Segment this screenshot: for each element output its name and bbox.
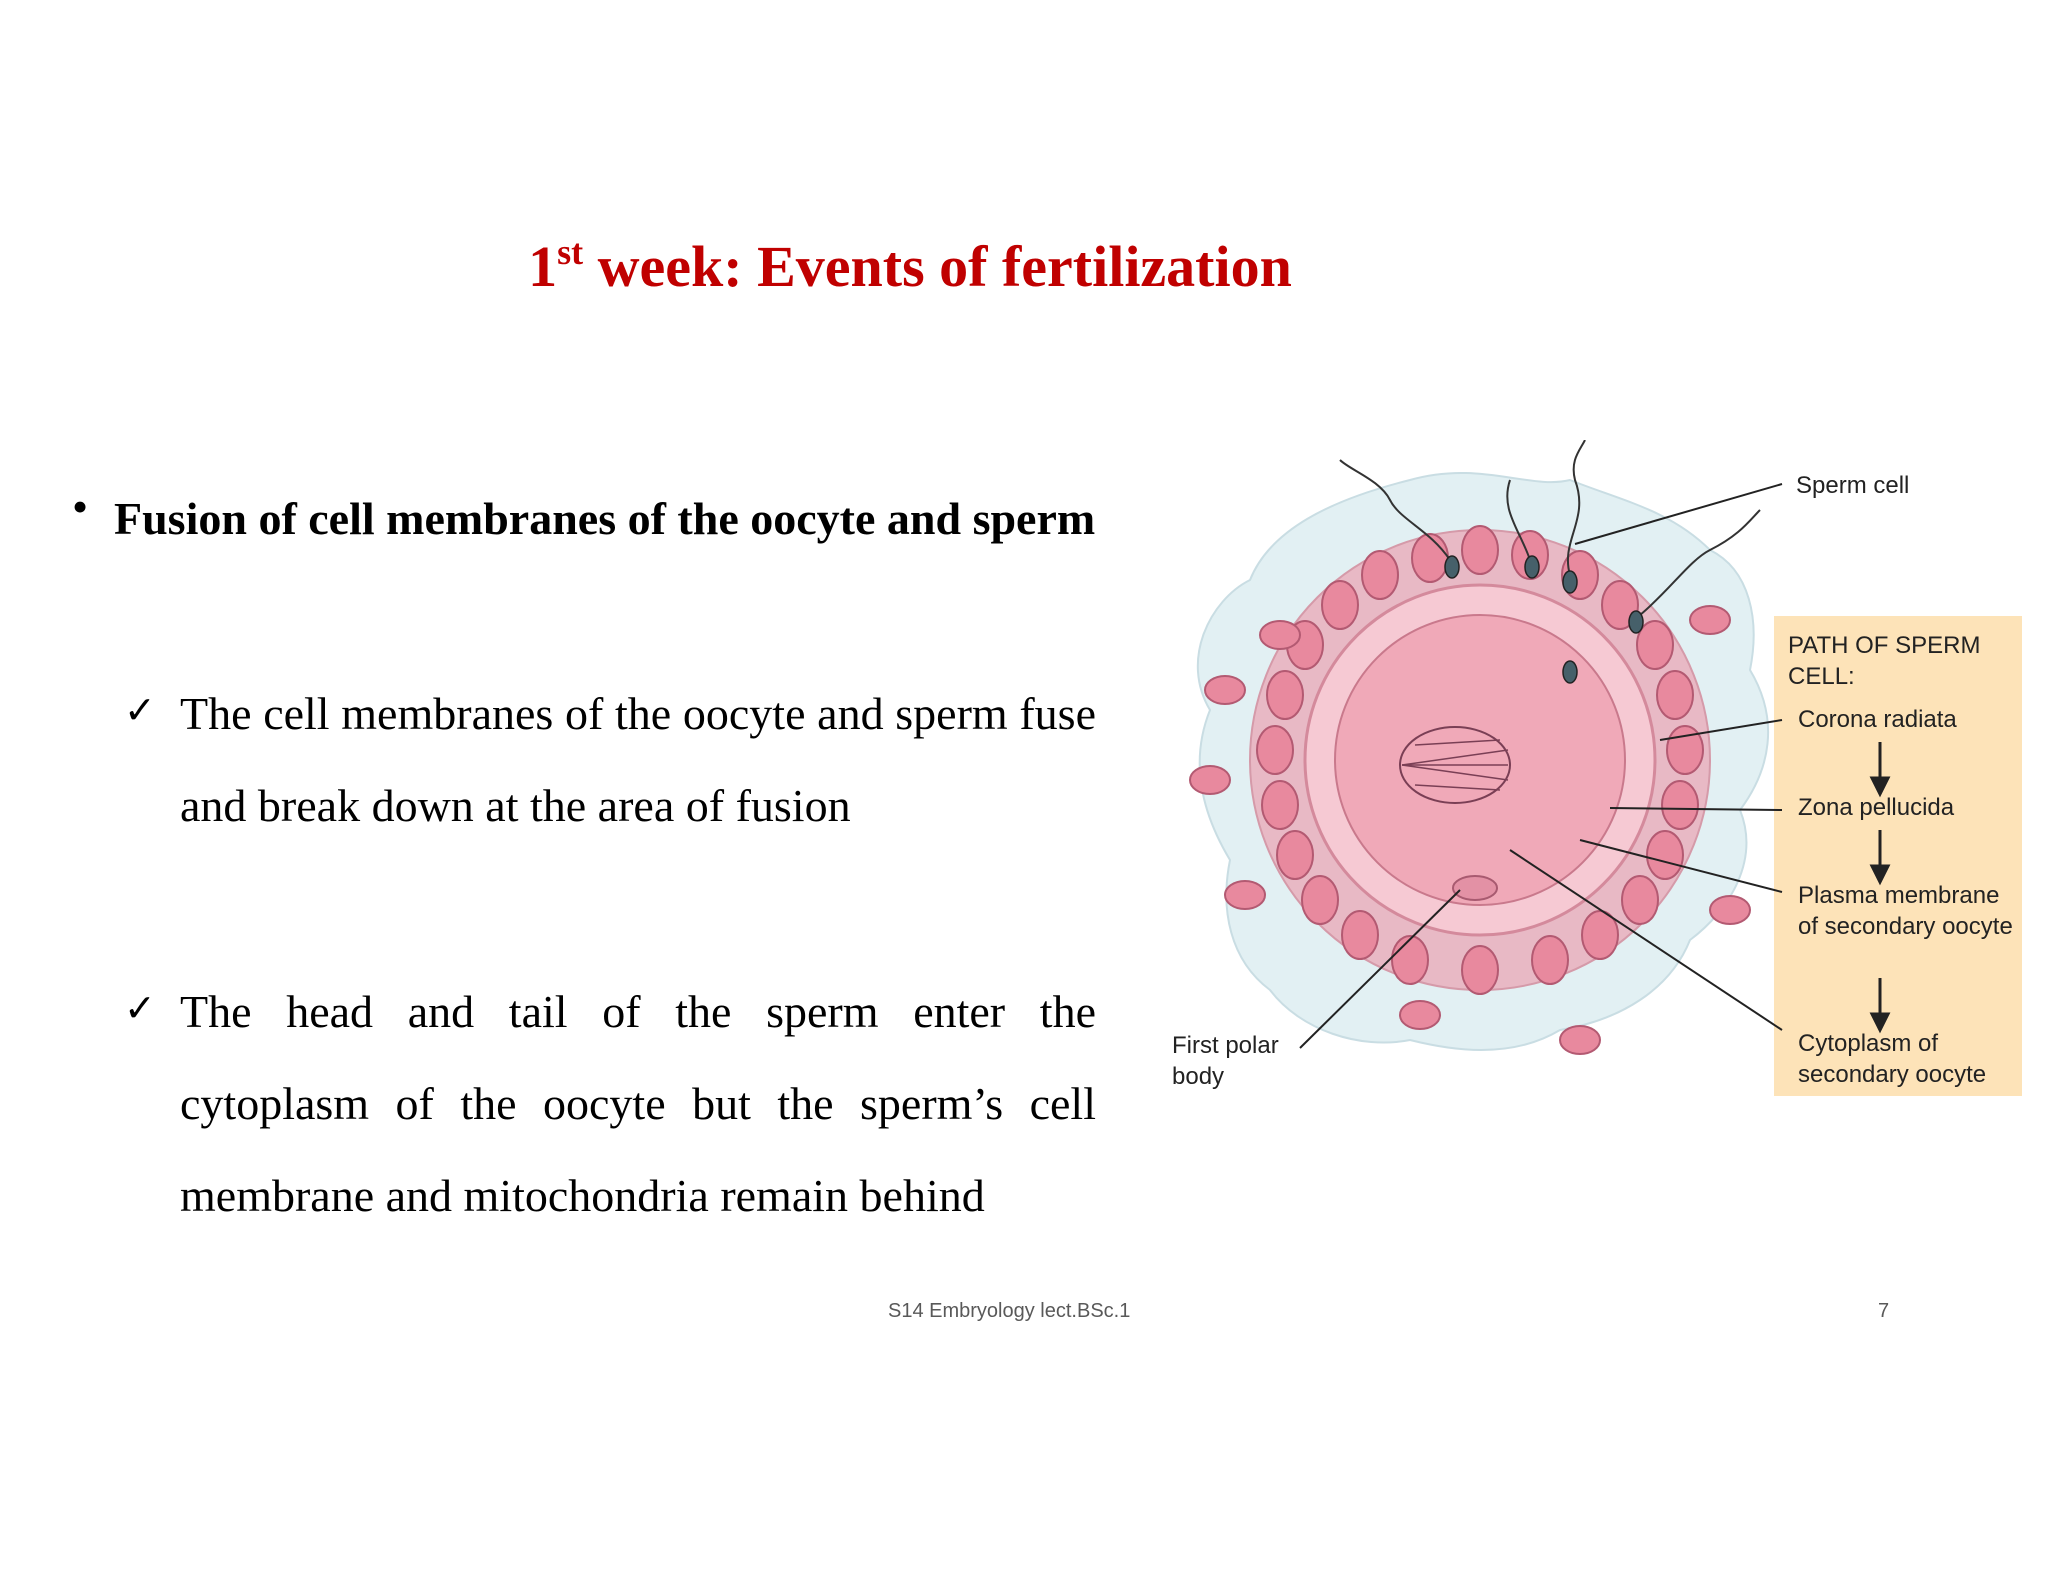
oocyte-cytoplasm [1334,614,1626,906]
path-arrows [1869,742,1891,1034]
title-text: week: Events of fertilization [583,234,1292,299]
title-prefix: 1 [528,234,558,299]
sub-bullet-1: The cell membranes of the oocyte and spe… [180,688,1096,831]
label-path-heading: PATH OF SPERM CELL: [1788,632,1981,690]
spindle-fibers [1401,739,1509,791]
sperm-heads [1444,555,1644,684]
footer-text: S14 Embryology lect.BSc.1 [888,1300,1131,1322]
checkmark-icon: ✓ [124,688,156,732]
label-zona-pellucida: Zona pellucida [1798,794,1955,821]
label-cytoplasm: Cytoplasm of secondary oocyte [1798,1030,1987,1088]
spindle [1399,726,1511,804]
bullet-icon: • [72,481,89,532]
label-corona-radiata: Corona radiata [1798,706,1957,733]
page-number: 7 [1878,1300,1890,1322]
leader-lines [1299,483,1783,1049]
first-polar-body-shape [1452,875,1498,901]
label-first-polar-body: First polar body [1172,1032,1279,1090]
path-of-sperm-box [1774,616,2022,1096]
sperm-tails [1339,440,1761,616]
label-plasma-membrane: Plasma membrane of secondary oocyte [1798,882,2013,940]
fertilization-figure: Sperm cell PATH OF SPERM CELL: Corona ra… [1150,440,2030,1120]
label-sperm-cell: Sperm cell [1796,472,1910,499]
oocyte-illustration [1189,440,1891,1055]
sub-bullet-2: The head and tail of the sperm enter the… [180,986,1096,1221]
slide-title: 1st week: Events of fertilization [0,234,1820,296]
title-superscript: st [557,232,584,272]
main-bullet-text: Fusion of cell membranes of the oocyte a… [114,493,1096,544]
checkmark-icon: ✓ [124,986,156,1030]
